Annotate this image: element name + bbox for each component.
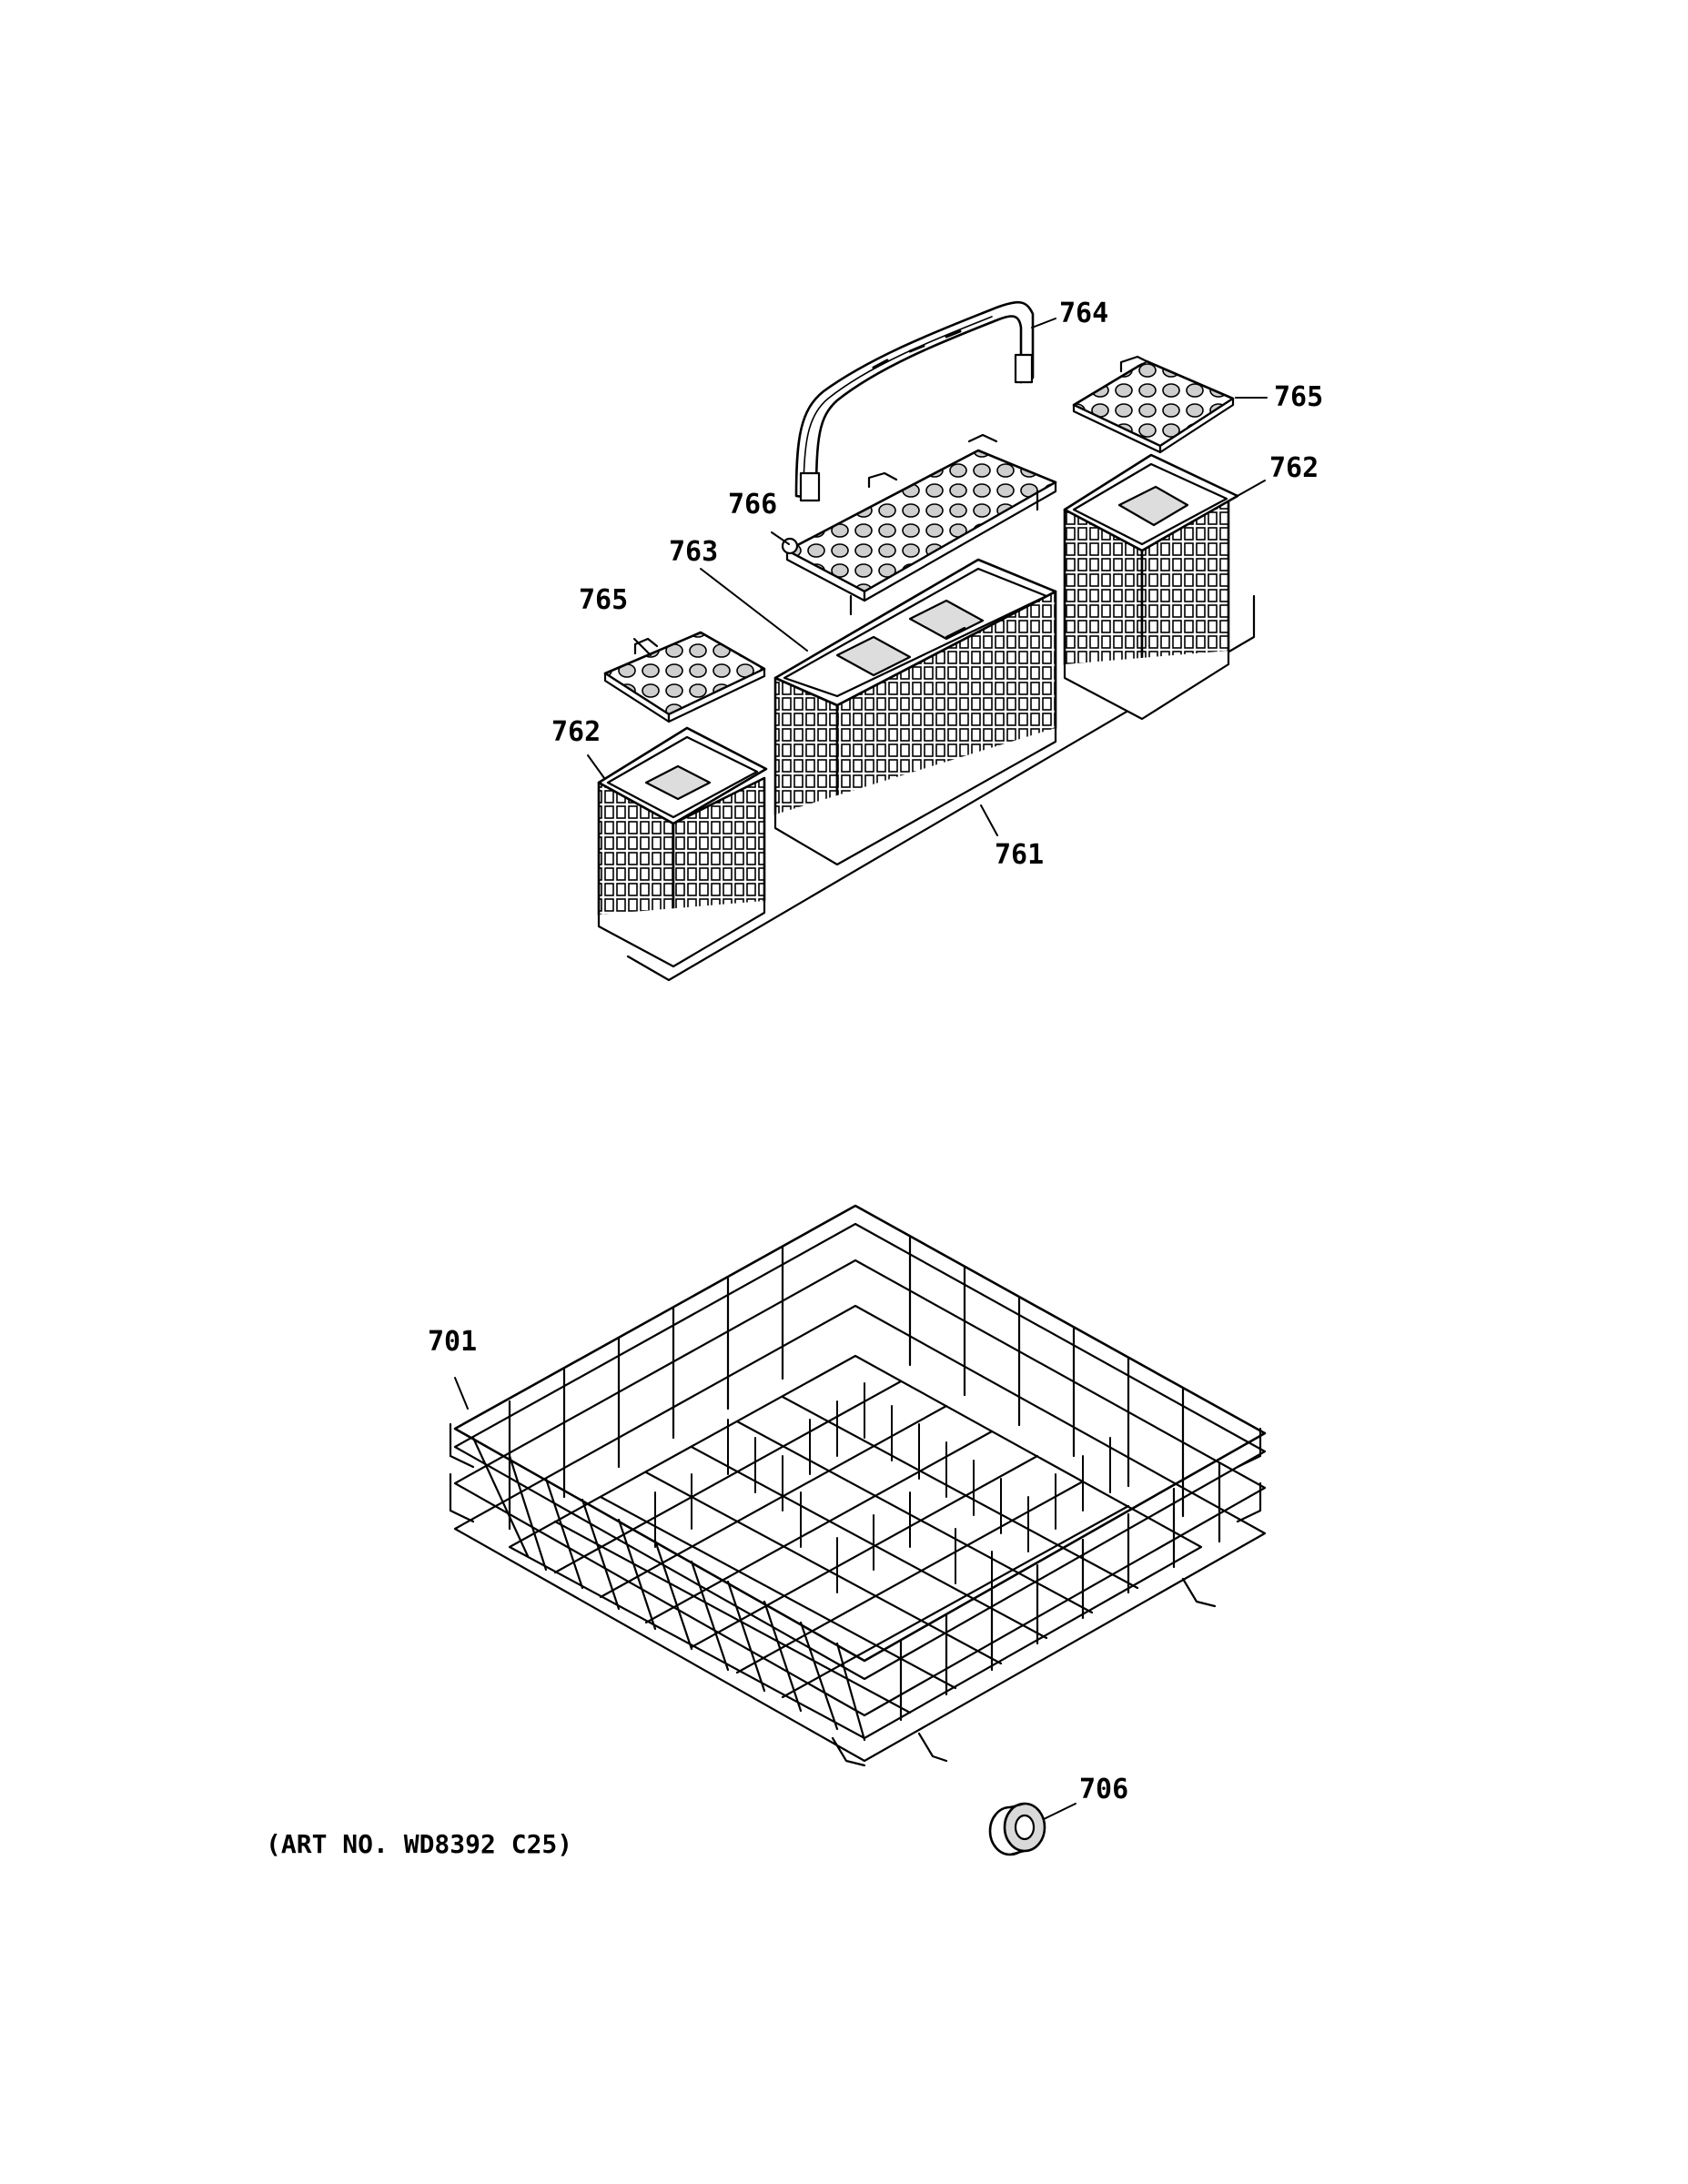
callout-761: 761	[995, 839, 1045, 871]
lower-rack-icon	[450, 1206, 1265, 1765]
silverware-basket-assembly-outline	[626, 594, 1256, 982]
callout-leader-lines	[454, 318, 1268, 1821]
art-number-label: (ART NO. WD8392 C25)	[266, 1829, 573, 1859]
callout-765-left: 765	[579, 584, 629, 616]
callout-762-right: 762	[1269, 452, 1319, 484]
callout-701: 701	[428, 1326, 478, 1358]
callout-764: 764	[1059, 298, 1109, 329]
rack-wheel-icon	[990, 1804, 1045, 1855]
callout-762-left: 762	[551, 716, 601, 748]
basket-handle-icon	[796, 302, 1033, 500]
callout-763: 763	[669, 536, 719, 568]
callout-765-right: 765	[1274, 381, 1324, 413]
center-cover-icon	[783, 435, 1056, 614]
callout-706: 706	[1079, 1774, 1129, 1805]
small-basket-icon	[599, 728, 766, 966]
callout-766: 766	[728, 489, 778, 521]
basket-cover-icon	[1074, 357, 1233, 452]
basket-cover-icon	[605, 632, 764, 722]
center-basket-icon	[775, 560, 1056, 864]
small-basket-icon	[1065, 455, 1238, 719]
